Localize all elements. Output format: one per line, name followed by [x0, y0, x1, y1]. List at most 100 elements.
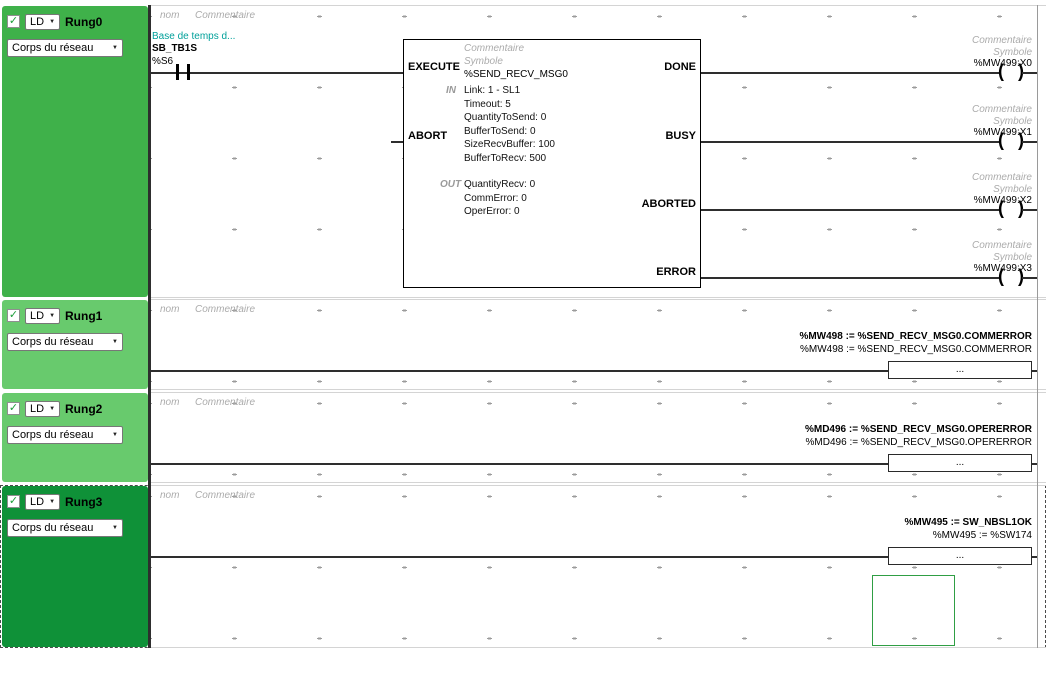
wire-segment — [701, 277, 1000, 279]
block-comment-label: Commentaire — [464, 43, 525, 54]
operation-block[interactable]: ... — [888, 454, 1032, 472]
rung0-language-select[interactable]: LD▼ — [25, 13, 61, 30]
rung-section-1: ✓ LD▼ Rung1 Corps du réseau▼ nom Comment… — [0, 299, 1046, 390]
column-label-nom: nom — [160, 397, 180, 408]
contact-address: %S6 — [152, 56, 174, 67]
contact-symbol: SB_TB1S — [152, 43, 198, 54]
operation-block[interactable]: ... — [888, 361, 1032, 379]
rung3-enabled-checkbox[interactable]: ✓ — [7, 495, 20, 508]
rung2-enabled-checkbox[interactable]: ✓ — [7, 402, 20, 415]
checkmark-icon: ✓ — [8, 402, 19, 414]
function-block-send-recv-msg[interactable]: Commentaire Symbole %SEND_RECV_MSG0 EXEC… — [403, 39, 701, 288]
rung3-name-label: Rung3 — [65, 494, 103, 509]
rung1-enabled-checkbox[interactable]: ✓ — [7, 309, 20, 322]
block-symbol-label: Symbole — [464, 56, 503, 67]
coil2-address: %MW499:X2 — [973, 195, 1032, 206]
chevron-down-icon: ▼ — [112, 432, 118, 438]
param-link: Link: 1 - SL1 — [464, 85, 521, 96]
empty-cell-highlight[interactable] — [872, 575, 955, 646]
wire-segment — [1022, 277, 1037, 279]
wire-segment — [151, 556, 888, 558]
param-commerror: CommError: 0 — [464, 192, 527, 204]
coil3-symbol-label: Symbole — [993, 252, 1032, 263]
assignment-title: %MW498 := %SEND_RECV_MSG0.COMMERROR — [799, 331, 1032, 342]
rung2-language-select[interactable]: LD▼ — [25, 400, 61, 417]
rung2-header[interactable]: ✓ LD▼ Rung2 Corps du réseau▼ — [2, 393, 148, 482]
rung3-canvas[interactable]: nom Commentaire %MW495 := SW_NBSL1OK %MW… — [148, 485, 1046, 648]
coil3-comment-label: Commentaire — [971, 240, 1032, 251]
rung2-name-label: Rung2 — [65, 401, 103, 416]
rung1-header[interactable]: ✓ LD▼ Rung1 Corps du réseau▼ — [2, 300, 148, 389]
chevron-down-icon: ▼ — [112, 45, 118, 51]
coil1-address: %MW499:X1 — [973, 127, 1032, 138]
rung-section-2: ✓ LD▼ Rung2 Corps du réseau▼ nom Comment… — [0, 392, 1046, 483]
rung0-canvas[interactable]: nom Commentaire Base de temps d... SB_TB… — [148, 5, 1046, 298]
no-contact[interactable] — [172, 64, 194, 80]
assignment-expression: %MD496 := %SEND_RECV_MSG0.OPERERROR — [805, 437, 1032, 448]
coil-left-icon: ( — [998, 130, 1004, 150]
rung2-canvas[interactable]: nom Commentaire %MD496 := %SEND_RECV_MSG… — [148, 392, 1046, 483]
chevron-down-icon: ▼ — [49, 405, 56, 412]
chevron-down-icon: ▼ — [49, 18, 56, 25]
wire-segment — [1022, 209, 1037, 211]
contact-comment: Base de temps d... — [152, 31, 236, 42]
language-value: LD — [30, 309, 45, 322]
checkmark-icon: ✓ — [8, 309, 19, 321]
wire-segment — [701, 72, 1000, 74]
rung0-header[interactable]: ✓ LD▼ Rung0 Corps du réseau ▼ — [2, 6, 148, 297]
power-rail-left — [148, 5, 151, 648]
assignment-expression: %MW498 := %SEND_RECV_MSG0.COMMERROR — [800, 344, 1032, 355]
chevron-down-icon: ▼ — [49, 498, 56, 505]
coil1-symbol-label: Symbole — [993, 116, 1032, 127]
coil-done[interactable]: () — [998, 62, 1024, 82]
rung0-header-line: ✓ LD▼ Rung0 — [7, 13, 143, 30]
coil0-address: %MW499:X0 — [973, 58, 1032, 69]
body-value: Corps du réseau — [12, 42, 94, 54]
contact-bar-right — [187, 64, 190, 80]
coil-right-icon: ) — [1018, 61, 1024, 81]
power-rail-right — [1037, 5, 1038, 648]
coil-left-icon: ( — [998, 198, 1004, 218]
coil-right-icon: ) — [1018, 266, 1024, 286]
operation-block[interactable]: ... — [888, 547, 1032, 565]
param-buffertorecv: BufferToRecv: 500 — [464, 152, 547, 164]
rung-section-3: ✓ LD▼ Rung3 Corps du réseau ▼ nom Comment… — [0, 485, 1046, 648]
assignment-expression: %MW495 := %SW174 — [932, 530, 1032, 541]
param-sizerecvbuffer: SizeRecvBuffer: 100 — [464, 139, 555, 150]
wire-segment — [1032, 463, 1037, 465]
coil-left-icon: ( — [998, 61, 1004, 81]
rung2-body-select[interactable]: Corps du réseau▼ — [7, 426, 123, 444]
column-label-nom: nom — [160, 304, 180, 315]
assignment-title: %MW495 := SW_NBSL1OK — [904, 517, 1032, 528]
rung1-language-select[interactable]: LD▼ — [25, 307, 61, 324]
chevron-down-icon: ▼ — [112, 525, 118, 531]
rung0-enabled-checkbox[interactable]: ✓ — [7, 15, 20, 28]
param-timeout: Timeout: 5 — [464, 98, 511, 110]
rung0-body-select[interactable]: Corps du réseau ▼ — [7, 39, 123, 57]
wire-segment — [151, 463, 888, 465]
coil-error[interactable]: () — [998, 267, 1024, 287]
coil2-symbol-label: Symbole — [993, 184, 1032, 195]
rung-section-0: ✓ LD▼ Rung0 Corps du réseau ▼ nom Comment… — [0, 5, 1046, 298]
coil1-comment-label: Commentaire — [971, 104, 1032, 115]
coil3-address: %MW499:X3 — [973, 263, 1032, 274]
body-value: Corps du réseau — [12, 522, 94, 534]
column-label-commentaire: Commentaire — [195, 490, 256, 501]
rung3-body-select[interactable]: Corps du réseau ▼ — [7, 519, 123, 537]
block-name: %SEND_RECV_MSG0 — [464, 69, 568, 80]
coil-aborted[interactable]: () — [998, 199, 1024, 219]
coil2-comment-label: Commentaire — [971, 172, 1032, 183]
rung1-name-label: Rung1 — [65, 308, 103, 323]
rung1-body-select[interactable]: Corps du réseau▼ — [7, 333, 123, 351]
rung1-canvas[interactable]: nom Commentaire %MW498 := %SEND_RECV_MSG… — [148, 299, 1046, 390]
wire-segment-abort-stub — [391, 141, 403, 143]
column-label-nom: nom — [160, 10, 180, 21]
rung0-name-label: Rung0 — [65, 14, 103, 29]
param-quantityrecv: QuantityRecv: 0 — [464, 179, 536, 190]
coil-right-icon: ) — [1018, 198, 1024, 218]
rung3-language-select[interactable]: LD▼ — [25, 493, 61, 510]
param-buffertosend: BufferToSend: 0 — [464, 125, 536, 137]
rung3-header[interactable]: ✓ LD▼ Rung3 Corps du réseau ▼ — [2, 486, 148, 647]
assignment-title: %MD496 := %SEND_RECV_MSG0.OPERERROR — [804, 424, 1032, 435]
coil-busy[interactable]: () — [998, 131, 1024, 151]
